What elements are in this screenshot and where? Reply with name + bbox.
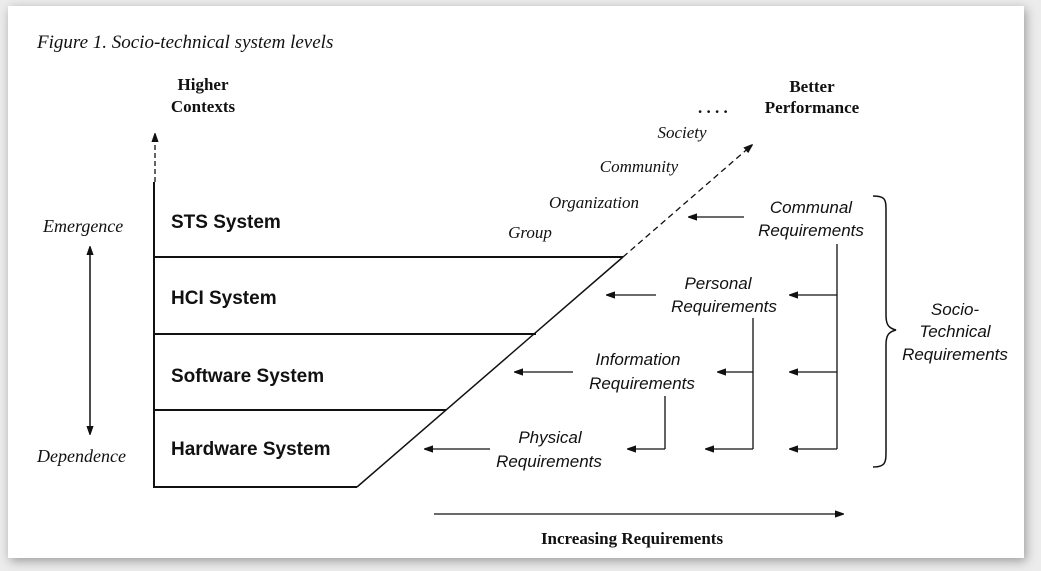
hci-system-label: HCI System: [171, 288, 277, 309]
hardware-system-label: Hardware System: [171, 439, 330, 460]
performance-label: Performance: [765, 98, 860, 117]
performance-arrow: [622, 145, 752, 258]
system-levels: [153, 182, 624, 488]
community-label: Community: [600, 157, 679, 176]
performance-dots: . . . .: [698, 98, 728, 117]
emergence-label: Emergence: [42, 216, 123, 236]
physical-req-line1: Physical: [518, 428, 583, 447]
increasing-requirements-label: Increasing Requirements: [541, 529, 724, 548]
socio-label: Socio-: [931, 300, 980, 319]
communal-req-line2: Requirements: [758, 221, 864, 240]
information-req-line2: Requirements: [589, 374, 695, 393]
contexts-label: Contexts: [171, 97, 236, 116]
communal-req-line1: Communal: [770, 198, 853, 217]
better-label: Better: [789, 77, 835, 96]
dependence-label: Dependence: [36, 446, 126, 466]
figure-card: Figure 1. Socio-technical system levels …: [8, 6, 1024, 558]
figure-title: Figure 1. Socio-technical system levels: [36, 32, 333, 53]
sts-levels-diagram: Figure 1. Socio-technical system levels …: [36, 32, 1008, 548]
higher-label: Higher: [178, 75, 229, 94]
group-label: Group: [508, 223, 552, 242]
sts-system-label: STS System: [171, 212, 281, 233]
requirement-arrows: [425, 217, 837, 449]
requirements-label: Requirements: [902, 345, 1008, 364]
organization-label: Organization: [549, 193, 639, 212]
socio-technical-brace: [872, 195, 897, 468]
personal-req-line2: Requirements: [671, 297, 777, 316]
personal-req-line1: Personal: [684, 274, 752, 293]
society-label: Society: [657, 123, 707, 142]
technical-label: Technical: [919, 322, 991, 341]
software-system-label: Software System: [171, 366, 324, 387]
physical-req-line2: Requirements: [496, 452, 602, 471]
requirement-connectors: [664, 244, 838, 449]
information-req-line1: Information: [595, 350, 680, 369]
